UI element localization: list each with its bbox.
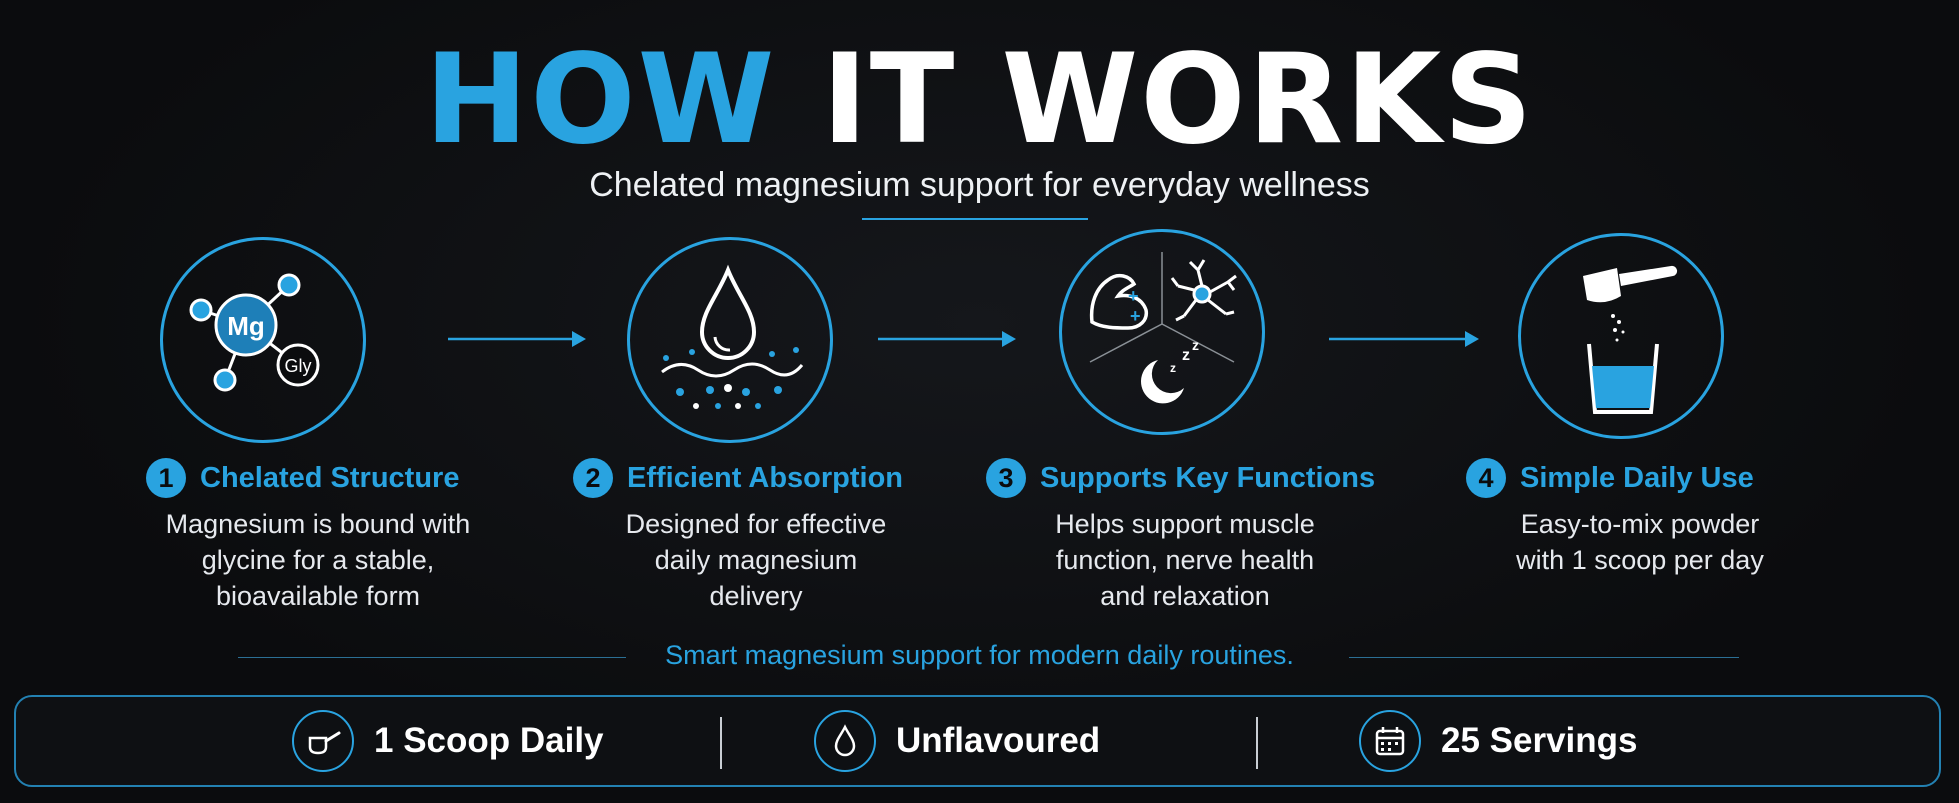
mg-label: Mg (227, 311, 265, 341)
tagline-rule-left (238, 657, 626, 658)
feature-divider (1256, 717, 1258, 769)
step-3-desc-line: Helps support muscle (1055, 509, 1315, 539)
molecule-icon: Mg Gly (189, 273, 320, 392)
step-2-title-text: Efficient Absorption (627, 461, 904, 494)
step-1-desc-line: glycine for a stable, (201, 545, 435, 575)
step-4-title-text: Simple Daily Use (1520, 461, 1754, 494)
scoop-icon (292, 710, 354, 772)
step-4-circle (1518, 233, 1724, 439)
svg-text:z: z (1182, 347, 1190, 364)
muscle-icon: + + (1089, 273, 1149, 330)
title-main: IT WORKS (821, 28, 1535, 172)
step-1-title: 1 Chelated Structure (146, 458, 459, 498)
step-1-desc-line: Magnesium is bound with (165, 509, 471, 539)
step-4-description: Easy-to-mix powder with 1 scoop per day (1470, 506, 1810, 578)
feature-divider (720, 717, 722, 769)
feature-bar: 1 Scoop Daily Unflavoured 25 Servings (14, 695, 1941, 787)
step-1-number: 1 (146, 458, 186, 498)
tagline-rule-right (1349, 657, 1739, 658)
page-title: HOW IT WORKS (0, 38, 1959, 162)
step-2-number: 2 (573, 458, 613, 498)
feature-servings-label: 25 Servings (1441, 721, 1638, 760)
step-2-desc-line: daily magnesium (654, 545, 858, 575)
feature-flavour-label: Unflavoured (896, 721, 1101, 760)
arrow-2 (878, 331, 1016, 347)
step-1-title-text: Chelated Structure (200, 461, 460, 494)
step-1-description: Magnesium is bound with glycine for a st… (148, 506, 488, 614)
step-1-circle: Mg Gly (160, 237, 366, 443)
page-subtitle: Chelated magnesium support for everyday … (589, 166, 1370, 204)
scoop-icon-large (1583, 265, 1678, 303)
step-3-circle: + + z z z (1059, 229, 1265, 435)
step-3-desc-line: function, nerve health (1055, 545, 1315, 575)
step-4-desc-line: Easy-to-mix powder (1520, 509, 1760, 539)
gly-label: Gly (285, 356, 312, 376)
muscle-nerve-sleep-icon: + + z z z (1089, 252, 1237, 404)
feature-scoop: 1 Scoop Daily (292, 697, 604, 785)
step-3-title: 3 Supports Key Functions (986, 458, 1375, 498)
svg-text:z: z (1170, 361, 1176, 375)
step-4-desc-line: with 1 scoop per day (1516, 545, 1764, 575)
step-2-circle (627, 237, 833, 443)
feature-scoop-label: 1 Scoop Daily (374, 721, 604, 760)
calendar-icon (1359, 710, 1421, 772)
feature-servings: 25 Servings (1359, 697, 1638, 785)
step-4-number: 4 (1466, 458, 1506, 498)
step-3-description: Helps support muscle function, nerve hea… (1015, 506, 1355, 614)
step-1-desc-line: bioavailable form (215, 581, 421, 611)
svg-text:+: + (1128, 286, 1139, 306)
arrow-3 (1329, 331, 1479, 347)
svg-text:z: z (1192, 337, 1199, 353)
arrow-1 (448, 331, 586, 347)
step-3-desc-line: and relaxation (1100, 581, 1270, 611)
sleep-moon-icon: z z z (1141, 337, 1199, 404)
feature-flavour: Unflavoured (814, 697, 1100, 785)
subtitle-underline (862, 218, 1088, 220)
step-4-title: 4 Simple Daily Use (1466, 458, 1754, 498)
water-drop-absorption-icon (661, 264, 804, 409)
drop-icon (814, 710, 876, 772)
step-2-desc-line: delivery (709, 581, 803, 611)
svg-text:+: + (1130, 306, 1141, 326)
scoop-glass-icon (1583, 265, 1678, 414)
step-2-title: 2 Efficient Absorption (573, 458, 903, 498)
step-2-desc-line: Designed for effective (625, 509, 887, 539)
neuron-icon (1170, 259, 1237, 322)
step-3-title-text: Supports Key Functions (1040, 461, 1376, 494)
step-2-description: Designed for effective daily magnesium d… (586, 506, 926, 614)
step-3-number: 3 (986, 458, 1026, 498)
tagline: Smart magnesium support for modern daily… (665, 640, 1294, 670)
title-accent: HOW (424, 28, 777, 172)
